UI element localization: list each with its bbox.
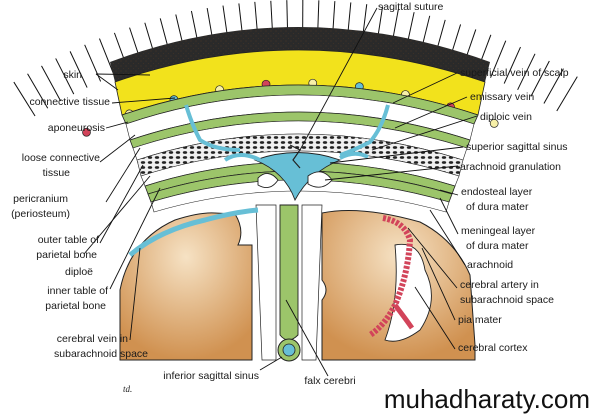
- right-interhemispheric-space: [301, 204, 323, 361]
- falx-cerebri: [279, 204, 299, 341]
- left-cerebral-cortex: [119, 212, 253, 361]
- label-diploe: diploë: [65, 266, 93, 278]
- label-cerebral-cortex: cerebral cortex: [458, 342, 528, 354]
- hair-strand: [98, 38, 115, 76]
- hair-strand: [530, 60, 550, 97]
- label-inner-table-1: inner table of: [47, 285, 108, 297]
- label-falx-cerebri: falx cerebri: [304, 375, 355, 387]
- label-cerebral-vein-1: cerebral vein in: [57, 333, 128, 345]
- hair-strand: [556, 76, 578, 112]
- hair-strand: [27, 73, 49, 109]
- label-skin: skin: [63, 69, 82, 81]
- label-cerebral-artery-1: cerebral artery in: [460, 279, 539, 291]
- connective-tissue-dot: [489, 119, 499, 128]
- label-inner-table-2: parietal bone: [45, 300, 106, 312]
- hair-strand: [503, 46, 521, 84]
- label-pericranium-2: (periosteum): [11, 208, 70, 220]
- label-loose-connective-1: loose connective: [22, 152, 100, 164]
- hair-strand: [69, 51, 88, 88]
- connective-tissue-dot: [82, 127, 91, 137]
- superior-sagittal-sinus: [253, 152, 342, 202]
- label-cerebral-artery-2: subarachnoid space: [460, 294, 554, 306]
- label-superior-sagittal-sinus: superior sagittal sinus: [466, 141, 568, 153]
- cerebral-artery-branch: [393, 303, 415, 330]
- cerebral-vein: [128, 207, 259, 257]
- label-sagittal-suture: sagittal suture: [378, 1, 444, 13]
- arachnoid-granulation-left: [257, 173, 279, 189]
- label-emissary-vein: emissary vein: [470, 91, 534, 103]
- label-outer-table-2: parietal bone: [36, 249, 97, 261]
- watermark: muhadharaty.com: [384, 384, 590, 414]
- label-inferior-sagittal-sinus: inferior sagittal sinus: [163, 370, 259, 382]
- cerebral-artery: [368, 215, 414, 338]
- emissary-vein-left: [184, 104, 241, 152]
- hair-strand: [55, 58, 75, 95]
- emissary-vein-right: [339, 104, 390, 157]
- subarachnoid-space: [150, 179, 450, 213]
- label-cerebral-vein-2: subarachnoid space: [54, 348, 148, 360]
- hair-strand: [543, 68, 564, 104]
- hair-strand: [13, 81, 36, 117]
- sagittal-suture-line: [289, 144, 301, 169]
- label-loose-connective-2: tissue: [43, 167, 71, 179]
- diploic-vein-right: [339, 151, 369, 160]
- label-pia-mater: pia mater: [458, 314, 502, 326]
- label-connective-tissue: connective tissue: [29, 96, 110, 108]
- diploic-vein-left: [223, 153, 261, 162]
- arachnoid-granulation-right: [307, 171, 333, 188]
- label-diploic-vein: diploic vein: [480, 111, 532, 123]
- label-pericranium-1: pericranium: [13, 193, 68, 205]
- label-arachnoid: arachnoid: [467, 259, 513, 271]
- artist-signature: td.: [123, 384, 132, 394]
- hair-strand: [41, 65, 62, 102]
- label-endosteal-1: endosteal layer: [461, 186, 533, 198]
- diploe-texture: [137, 134, 463, 176]
- label-endosteal-2: of dura mater: [466, 201, 529, 213]
- label-aponeurosis: aponeurosis: [48, 122, 105, 134]
- label-meningeal-2: of dura mater: [466, 240, 529, 252]
- left-interhemispheric-space: [255, 204, 277, 361]
- hair-strand: [490, 40, 507, 78]
- label-outer-table-1: outer table of: [38, 234, 99, 246]
- label-arachnoid-granulation: arachnoid granulation: [460, 161, 561, 173]
- hair-strand: [517, 53, 536, 91]
- label-superficial-vein: superficial vein of scalp: [460, 67, 569, 79]
- label-meningeal-1: meningeal layer: [461, 225, 536, 237]
